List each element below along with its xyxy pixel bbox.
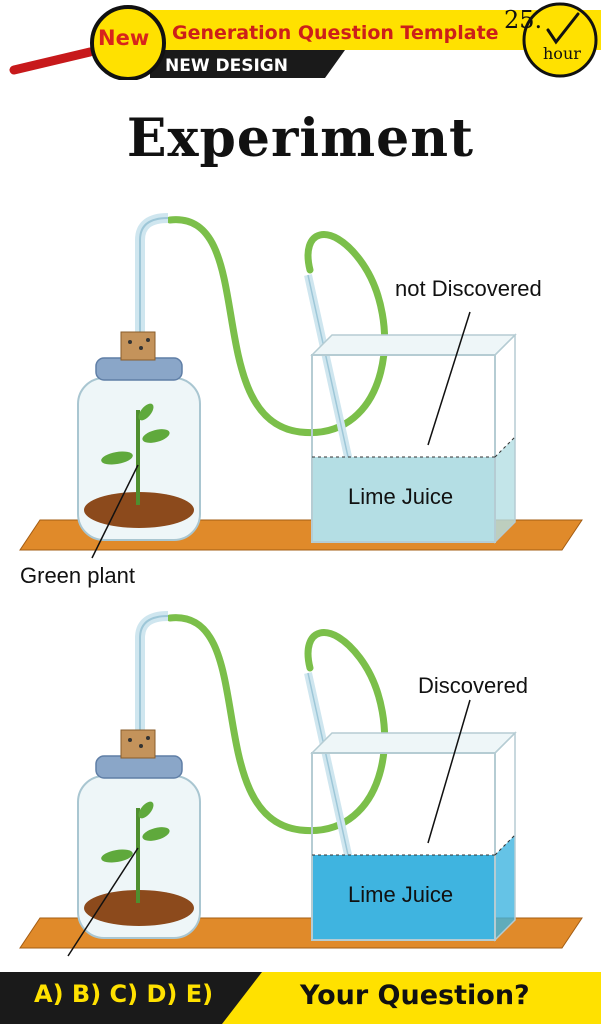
plant-callout-line (91, 464, 139, 559)
plant-leaf (101, 849, 133, 863)
answer-options[interactable]: A) B) C) D) E) (34, 980, 214, 1008)
jar (77, 331, 201, 541)
plant-callout-line (67, 847, 139, 957)
cork (120, 331, 156, 361)
header-subtitle: NEW DESIGN (165, 56, 288, 76)
new-badge: New (98, 26, 150, 50)
jar (77, 729, 201, 939)
callout-line (427, 699, 471, 844)
green-tube (166, 614, 389, 834)
soil (84, 890, 194, 926)
experiment-panel-1 (19, 213, 583, 559)
glass-container (310, 333, 517, 544)
liquid (312, 457, 495, 542)
checkmark-icon (546, 12, 580, 45)
liquid-label-2: Lime Juice (348, 882, 454, 907)
magnifier-handle (9, 47, 95, 75)
experiment-panel-2 (19, 611, 583, 957)
page-title: Experiment (126, 108, 475, 169)
question-prompt: Your Question? (300, 980, 530, 1011)
header-title: Generation Question Template (172, 22, 499, 44)
liquid-label-1: Lime Juice (348, 484, 454, 509)
cork (120, 729, 156, 759)
plant-label: Green plant (20, 563, 135, 588)
plant-leaf (101, 451, 133, 465)
hour-label: hour (543, 44, 581, 63)
footer-banner (0, 972, 601, 1024)
glass-tube-jar (135, 213, 169, 340)
magnifier-icon (90, 5, 166, 80)
glass-container (310, 731, 517, 942)
header-banner (9, 2, 601, 80)
hour-value: 25. (504, 6, 543, 34)
jar-lid (95, 755, 183, 779)
callout-line (427, 311, 471, 446)
green-tube (166, 216, 389, 436)
clock-icon (522, 2, 598, 78)
glass-tube-jar (135, 611, 169, 738)
liquid (312, 855, 495, 940)
callout-not-discovered: not Discovered (395, 276, 542, 301)
callout-discovered: Discovered (418, 673, 529, 698)
jar-lid (95, 357, 183, 381)
